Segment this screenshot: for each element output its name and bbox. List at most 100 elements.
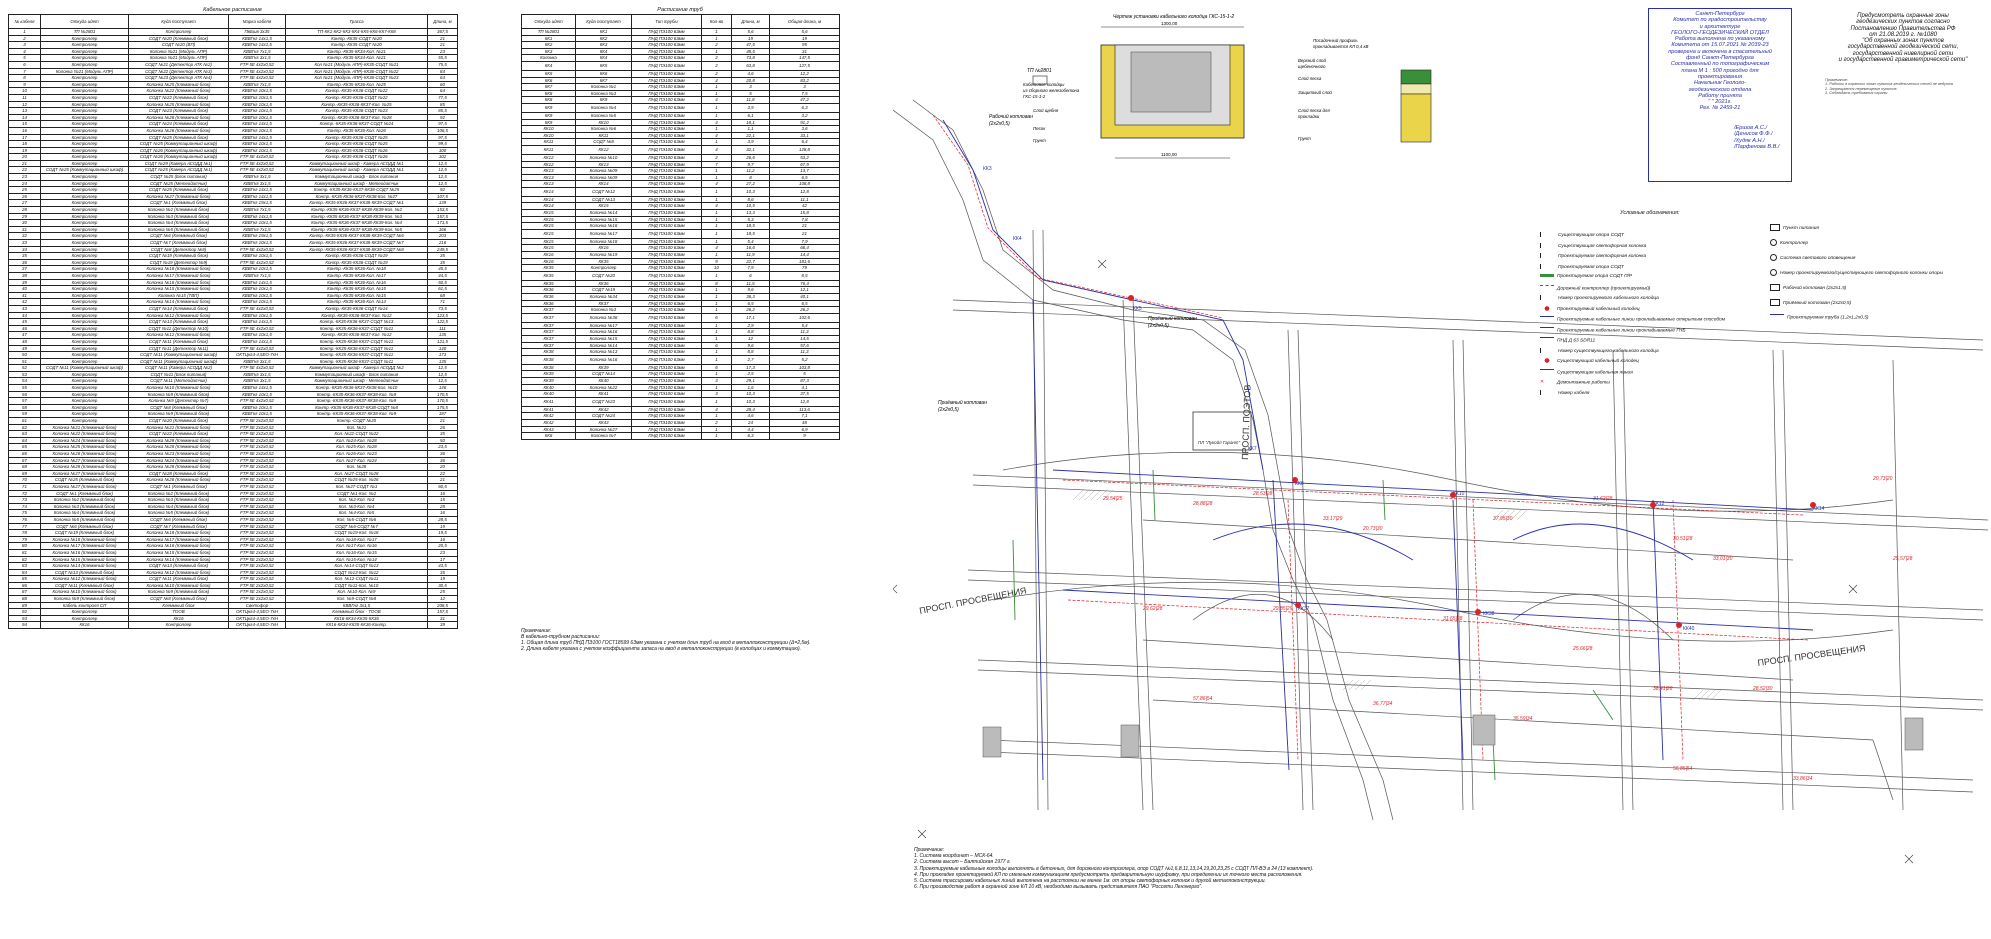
- table-cell: ПНД ПЭ100 63мм: [631, 118, 702, 127]
- table-cell: 7,9: [731, 264, 770, 272]
- table-cell: КК37: [521, 306, 576, 314]
- table-cell: Контр.-КК35-КК36-Кол. №15: [285, 291, 428, 300]
- table-cell: 127,5: [769, 60, 840, 71]
- table-cell: Коммутационный шкаф - Камера АСОДД №1: [285, 166, 428, 175]
- table-cell: 89: [8, 601, 41, 610]
- table-cell: КК37: [521, 334, 576, 343]
- table-cell: 36: [427, 456, 458, 465]
- table-cell: КК16: [128, 614, 229, 623]
- table-cell: Контроллер: [40, 265, 129, 273]
- table-cell: Контр.-КК35-КК34-Кол. №21: [285, 54, 428, 62]
- legend-item-label: Проектируемая опора СОДТ П/Р: [1557, 274, 1633, 279]
- table-cell: Контр.-КК35-КК36-КК37-КК38-КК39-Кол. №3: [285, 212, 428, 221]
- table-cell: 1: [701, 299, 732, 308]
- table-cell: Контр.-КК35-КК36-КК37-КК38-КК39-СОДТ №8: [285, 245, 428, 254]
- table-cell: ТП №2801: [40, 28, 129, 36]
- table-cell: ПНД ПЭ100 63мм: [631, 270, 702, 281]
- table-cell: Контроллер: [40, 140, 129, 148]
- legend-symbol-icon: [1770, 299, 1780, 306]
- table-cell: Колонка №2 (Клеммный блок): [128, 206, 229, 214]
- road-outlines: [893, 99, 1989, 821]
- table-cell: КК36: [521, 299, 576, 308]
- table-cell: 23: [427, 47, 458, 56]
- table-cell: СОДТ №7 (Клеммный блок): [128, 522, 229, 531]
- cable-schedule-title: Кабельное расписание: [203, 7, 262, 13]
- table-cell: 21: [427, 417, 458, 425]
- table-cell: СОДТ №1 (Клеммный блок): [128, 199, 229, 208]
- table-cell: КВВГнг 7х1,5: [228, 80, 286, 89]
- table-cell: Светофор: [228, 601, 286, 610]
- table-cell: СОДТ №23 (Детектор АТК №4): [128, 74, 229, 82]
- table-cell: 1: [701, 334, 732, 343]
- table-cell: КК41: [521, 405, 576, 414]
- table-cell: 19: [731, 34, 770, 43]
- hatching: [1072, 489, 1722, 701]
- table-cell: 102: [427, 153, 458, 161]
- table-cell: КК35: [575, 257, 632, 266]
- table-cell: КК8: [521, 96, 576, 104]
- table-cell: 39: [8, 278, 41, 287]
- table-cell: КК1: [575, 28, 632, 36]
- table-cell: Контр.-КК35-КК36-КК37-КК38-КК39-Кол. №4: [285, 219, 428, 227]
- table-cell: КВВГнг 3х1,5: [228, 173, 286, 181]
- table-cell: СОДТ №24: [575, 412, 632, 420]
- table-cell: 208,5: [427, 601, 458, 610]
- legend-symbol-icon: [1770, 239, 1777, 246]
- table-cell: КК15: [521, 215, 576, 224]
- table-cell: СОДТ №11 (Коммутационный шкаф): [128, 357, 229, 366]
- table-cell: КК4: [575, 54, 632, 62]
- legend-item: Проектируемая труба (1,2х1,2х0,5): [1770, 314, 1868, 320]
- table-cell: КВВГнг 10х1,5: [228, 265, 286, 273]
- legend-symbol-icon: [1770, 269, 1777, 276]
- legend-item-label: Демонтажные работы: [1557, 380, 1610, 386]
- table-cell: Колонка №17 (Клеммный блок): [40, 542, 129, 550]
- pits: [982, 714, 1924, 758]
- legend-item: Проектируемые кабельные линии прокладыва…: [1540, 326, 1686, 333]
- work-pit-label-2: (2х2х0,5): [989, 121, 1010, 127]
- table-cell: Контроллер: [575, 264, 632, 272]
- table-cell: Контроллер: [40, 298, 129, 306]
- table-cell: ПНД ПЭ100 63мм: [631, 228, 702, 239]
- table-cell: КВВГнг 10х1,5: [228, 390, 286, 399]
- plan-note: 2. Система высот – Балтийская 1977 г.: [914, 859, 1011, 866]
- table-cell: КК11: [521, 144, 576, 155]
- table-cell: 23,5: [427, 443, 458, 451]
- table-cell: ПНД ПЭ100 63мм: [631, 334, 702, 343]
- table-cell: Колонка №36: [575, 312, 632, 323]
- table-cell: 157,5: [427, 212, 458, 221]
- table-cell: КК2: [521, 41, 576, 49]
- table-cell: 12,8: [769, 186, 840, 197]
- table-cell: Контр.-КК35-СОДТ №20: [285, 34, 428, 43]
- table-cell: 8,8: [731, 348, 770, 356]
- table-cell: Колонка №26 (Клеммный блок): [40, 450, 129, 458]
- svg-text:20,73|20: 20,73|20: [1872, 476, 1893, 482]
- table-cell: Контроллер: [40, 324, 129, 333]
- table-cell: FTP 5E 4х2х0,52: [228, 166, 286, 175]
- svg-text:КК38: КК38: [1483, 611, 1495, 617]
- table-cell: Колонка №12 (Клеммный блок): [40, 575, 129, 583]
- table-cell: СОДТ №19 (Клеммный блок): [128, 252, 229, 260]
- table-cell: FTP 5E 4х2х0,52: [228, 344, 286, 353]
- table-cell: КК10: [521, 125, 576, 133]
- table-cell: ПНД ПЭ100 63мм: [631, 251, 702, 259]
- table-cell: 13,3: [731, 209, 770, 217]
- legend-item: Дорожный контроллер (проектируемый): [1540, 284, 1650, 291]
- stamp-line: Постановлению Правительства РФ: [1850, 25, 1956, 32]
- projected-cable-lines: [932, 114, 1809, 761]
- table-cell: 97,5: [427, 120, 458, 128]
- table-cell: Контроллер: [40, 186, 129, 194]
